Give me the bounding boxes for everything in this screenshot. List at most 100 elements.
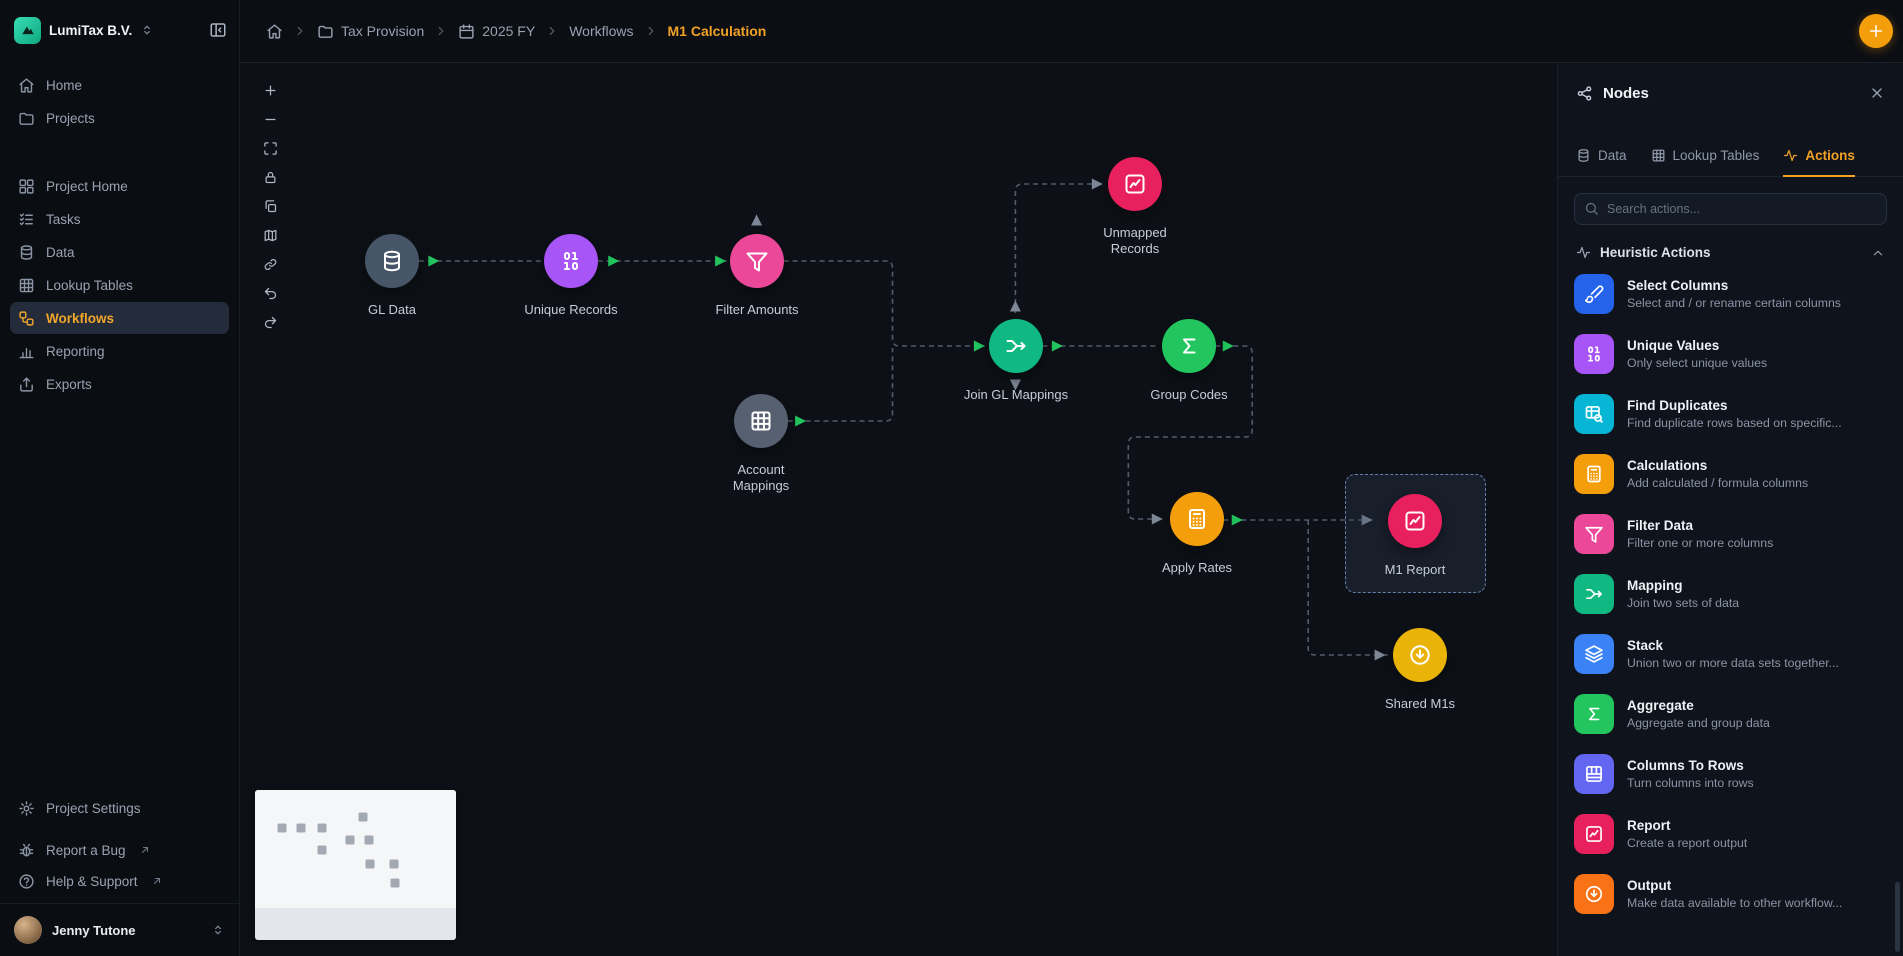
minus-icon — [263, 112, 278, 127]
action-desc: Create a report output — [1627, 836, 1748, 850]
sidebar-item-label: Help & Support — [46, 873, 138, 889]
sidebar-item-projects[interactable]: Projects — [10, 102, 229, 134]
action-title: Stack — [1627, 638, 1664, 653]
redo-button[interactable] — [259, 311, 281, 333]
action-desc: Turn columns into rows — [1627, 776, 1754, 790]
workflow-node-apply-rates[interactable] — [1170, 492, 1224, 546]
sidebar-item-reporting[interactable]: Reporting — [10, 335, 229, 367]
breadcrumb-item-tax-provision[interactable]: Tax Provision — [317, 23, 424, 40]
breadcrumb-label: Workflows — [569, 23, 634, 39]
workflow-node-unique-records[interactable] — [544, 234, 598, 288]
undo-button[interactable] — [259, 282, 281, 304]
workflow-node-unmapped-records[interactable] — [1108, 157, 1162, 211]
pulse-icon — [1576, 245, 1591, 260]
sigma-icon — [1584, 704, 1604, 724]
user-menu[interactable]: Jenny Tutone — [0, 903, 239, 956]
chevron-right-icon — [644, 24, 658, 38]
maximize-button[interactable] — [259, 137, 281, 159]
sidebar-item-home[interactable]: Home — [10, 69, 229, 101]
breadcrumb-label: 2025 FY — [482, 23, 536, 39]
tab-label: Data — [1598, 148, 1627, 163]
home-icon — [18, 77, 35, 94]
workflow-node-group-codes[interactable] — [1162, 319, 1216, 373]
action-desc: Only select unique values — [1627, 356, 1768, 370]
layout-grid-icon — [18, 178, 35, 195]
tab-lookup-tables[interactable]: Lookup Tables — [1651, 148, 1759, 177]
chevron-right-icon — [293, 24, 307, 38]
sidebar-item-project-home[interactable]: Project Home — [10, 170, 229, 202]
workflow-node-shared-m1s[interactable] — [1393, 628, 1447, 682]
funnel-icon — [745, 249, 769, 273]
workflow-node-filter-amounts[interactable] — [730, 234, 784, 288]
sidebar-item-label: Workflows — [46, 310, 115, 326]
chevron-up-icon[interactable] — [1871, 246, 1885, 260]
workflow-node-m1-report[interactable] — [1388, 494, 1442, 548]
workflow-node-join-gl-mappings[interactable] — [989, 319, 1043, 373]
workflow-node-account-mappings[interactable] — [734, 394, 788, 448]
sidebar-item-help-support[interactable]: Help & Support — [10, 866, 229, 896]
tab-label: Actions — [1805, 148, 1855, 163]
tab-actions[interactable]: Actions — [1783, 148, 1855, 177]
search-input[interactable] — [1574, 193, 1887, 225]
main-area: Tax Provision 2025 FY Workflows M1 Calculat… — [240, 0, 1903, 956]
lock-button[interactable] — [259, 166, 281, 188]
table-search-icon — [1584, 404, 1604, 424]
sidebar-item-report-a-bug[interactable]: Report a Bug — [10, 835, 229, 865]
action-title: Unique Values — [1627, 338, 1720, 353]
breadcrumb-item-workflows[interactable]: Workflows — [569, 23, 633, 39]
panel-title: Nodes — [1603, 84, 1649, 102]
map-button[interactable] — [259, 224, 281, 246]
scrollbar-thumb[interactable] — [1895, 882, 1900, 952]
lock-icon — [263, 170, 278, 185]
plus-button[interactable] — [259, 79, 281, 101]
breadcrumb-item-m1-calculation[interactable]: M1 Calculation — [668, 23, 767, 39]
tab-data[interactable]: Data — [1576, 148, 1627, 177]
panel-tabs: Data Lookup Tables Actions — [1558, 123, 1903, 177]
workspace-switcher-icon[interactable] — [140, 23, 154, 37]
avatar — [14, 916, 42, 944]
action-title: Report — [1627, 818, 1671, 833]
sidebar-item-data[interactable]: Data — [10, 236, 229, 268]
close-icon[interactable] — [1869, 85, 1885, 101]
sidebar-item-lookup-tables[interactable]: Lookup Tables — [10, 269, 229, 301]
breadcrumb-item-2025-fy[interactable]: 2025 FY — [458, 23, 535, 40]
add-button[interactable] — [1859, 14, 1893, 48]
sidebar-item-exports[interactable]: Exports — [10, 368, 229, 400]
sidebar-item-project-settings[interactable]: Project Settings — [10, 793, 229, 823]
sidebar-item-workflows[interactable]: Workflows — [10, 302, 229, 334]
sidebar-item-label: Data — [46, 244, 75, 260]
copy-button[interactable] — [259, 195, 281, 217]
minus-button[interactable] — [259, 108, 281, 130]
breadcrumb-item-home[interactable] — [266, 23, 283, 40]
node-label-m1-report: M1 Report — [1384, 562, 1446, 577]
action-desc: Select and / or rename certain columns — [1627, 296, 1841, 310]
table-icon — [1651, 148, 1666, 163]
chevrons-up-down-icon — [211, 923, 225, 937]
link-icon — [263, 257, 278, 272]
minimap[interactable] — [255, 790, 456, 940]
workflow-node-gl-data[interactable] — [365, 234, 419, 288]
action-title: Columns To Rows — [1627, 758, 1744, 773]
mountain-icon — [19, 21, 37, 39]
sidebar-item-tasks[interactable]: Tasks — [10, 203, 229, 235]
table-icon — [18, 277, 35, 294]
sidebar-collapse-icon[interactable] — [209, 21, 227, 39]
link-button[interactable] — [259, 253, 281, 275]
